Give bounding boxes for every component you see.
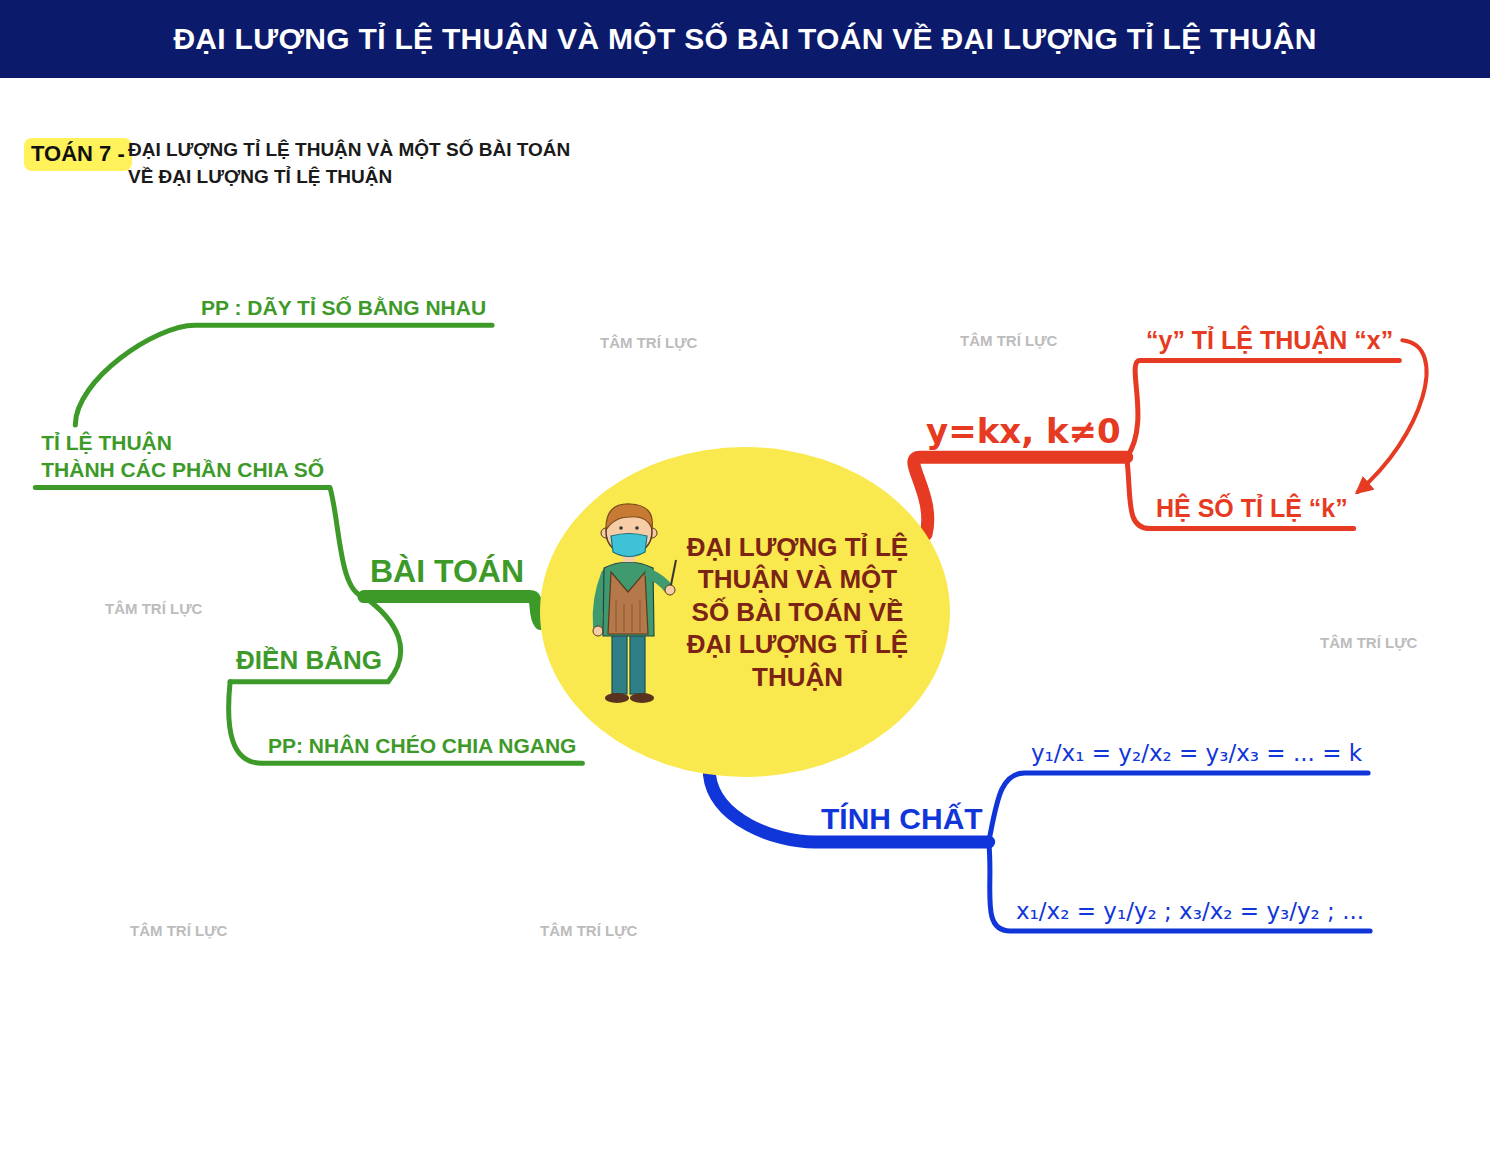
branch-label: BÀI TOÁN [364,547,530,597]
watermark: TÂM TRÍ LỰC [105,598,202,619]
hair [606,504,652,530]
branch-text: y=kx, k≠0 [926,409,1121,453]
watermark: TÂM TRÍ LỰC [1320,632,1417,653]
branch-label: HỆ SỐ TỈ LỆ “k” [1150,488,1354,529]
branch-connector [989,773,1368,842]
branch-label: “y” TỈ LỆ THUẬN “x” [1140,320,1399,361]
branch-label: ĐIỀN BẢNG [230,640,388,682]
watermark: TÂM TRÍ LỰC [540,920,637,941]
label-holder: TOÁN 7 - [24,138,132,171]
face-mask [611,534,647,557]
central-title: ĐẠI LƯỢNG TỈ LỆ THUẬN VÀ MỘT SỐ BÀI TOÁN… [680,531,915,694]
hand [665,585,675,595]
branch-label: y₁/x₁ = y₂/x₂ = y₃/x₃ = ... = k [1025,735,1368,773]
subtitle: ĐẠI LƯỢNG TỈ LỆ THUẬN VÀ MỘT SỐ BÀI TOÁN… [128,137,598,190]
branch-label: PP: NHÂN CHÉO CHIA NGANG [262,728,582,763]
branch-text: HỆ SỐ TỈ LỆ “k” [1156,492,1348,525]
label-holder: TÂM TRÍ LỰC [540,920,637,941]
vest-stripes [616,600,640,632]
branch-text: x₁/x₂ = y₁/y₂ ; x₃/x₂ = y₃/y₂ ; ... [1016,897,1364,927]
branch-connector [914,457,1127,534]
watermark: TÂM TRÍ LỰC [960,330,1057,351]
branch-text: THÀNH CÁC PHẦN CHIA SỐ [41,456,324,483]
branch-label: TỈ LỆ THUẬNTHÀNH CÁC PHẦN CHIA SỐ [35,425,330,488]
label-holder: TÂM TRÍ LỰC [960,330,1057,351]
branch-text: TÍNH CHẤT [821,799,983,838]
eye [635,526,639,530]
arm [650,574,668,588]
hand [593,626,603,636]
branch-text: TỈ LỆ THUẬN [41,429,324,456]
branch-label: y=kx, k≠0 [920,405,1127,457]
branch-text: PP: NHÂN CHÉO CHIA NGANG [268,732,576,759]
title-text: ĐẠI LƯỢNG TỈ LỆ THUẬN VÀ MỘT SỐ BÀI TOÁN… [173,22,1316,56]
branch-label: PP : DÃY TỈ SỐ BẰNG NHAU [195,290,492,325]
branch-connector [709,775,988,843]
branch-connector [989,842,1370,931]
leg [630,632,645,694]
label-holder: TÂM TRÍ LỰC [105,598,202,619]
shoe [605,693,629,703]
branch-label: TÍNH CHẤT [815,795,989,842]
branch-text: y₁/x₁ = y₂/x₂ = y₃/x₃ = ... = k [1031,739,1362,769]
central-topic: ĐẠI LƯỢNG TỈ LỆ THUẬN VÀ MỘT SỐ BÀI TOÁN… [540,447,950,777]
subject-tag: TOÁN 7 - [24,138,132,171]
central-text-box: ĐẠI LƯỢNG TỈ LỆ THUẬN VÀ MỘT SỐ BÀI TOÁN… [680,447,915,777]
branch-connector [1127,457,1354,528]
eye [619,526,623,530]
branch-connector [1358,340,1427,492]
branch-text: “y” TỈ LỆ THUẬN “x” [1146,324,1393,357]
watermark: TÂM TRÍ LỰC [130,920,227,941]
leg [612,632,627,694]
teacher-figure [593,504,676,703]
branch-connector [229,682,583,764]
label-holder: TÂM TRÍ LỰC [130,920,227,941]
branch-connector [1127,361,1400,458]
shoe [630,693,654,703]
branch-text: PP : DÃY TỈ SỐ BẰNG NHAU [201,294,486,321]
branch-connector [230,597,401,682]
label-holder: ĐẠI LƯỢNG TỈ LỆ THUẬN VÀ MỘT SỐ BÀI TOÁN… [128,137,598,190]
title-holder: ĐẠI LƯỢNG TỈ LỆ THUẬN VÀ MỘT SỐ BÀI TOÁN… [0,0,1490,78]
branch-text: BÀI TOÁN [370,551,524,593]
branch-connector [75,325,492,425]
label-holder: TÂM TRÍ LỰC [600,332,697,353]
watermark: TÂM TRÍ LỰC [600,332,697,353]
branch-label: x₁/x₂ = y₁/y₂ ; x₃/x₂ = y₃/y₂ ; ... [1010,893,1370,931]
ellipse-shape [540,447,950,777]
label-holder: TÂM TRÍ LỰC [1320,632,1417,653]
branch-connector [35,488,364,597]
vest [608,572,648,634]
branch-text: ĐIỀN BẢNG [236,644,382,678]
